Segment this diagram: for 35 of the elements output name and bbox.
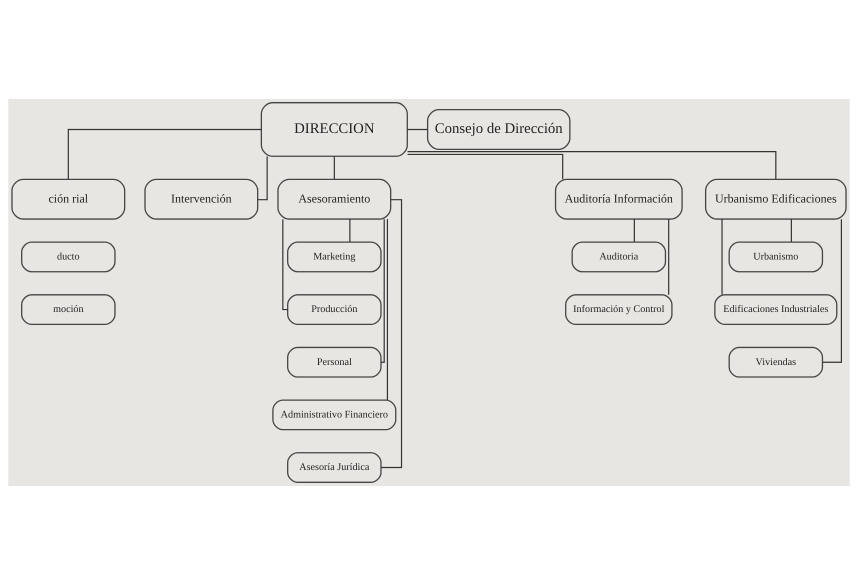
node-box: Intervención — [144, 178, 258, 220]
connector — [381, 219, 385, 363]
connector — [790, 219, 792, 242]
node-box: moción — [21, 294, 116, 326]
node-box: Urbanismo Edificaciones — [704, 178, 847, 220]
connector — [822, 219, 842, 363]
connector — [334, 156, 335, 180]
node-box: Consejo de Dirección — [426, 108, 570, 150]
node-box: Personal — [287, 346, 382, 378]
connector — [68, 128, 262, 180]
node-box: Auditoría Información — [554, 178, 683, 220]
connector — [258, 156, 268, 200]
node-box: DIRECCION — [260, 102, 408, 157]
node-box: Administrativo Financiero — [272, 399, 396, 430]
node-box: Edificaciones Industriales — [714, 294, 838, 326]
connector — [634, 219, 635, 242]
connector — [721, 219, 723, 295]
node-box: Asesoramiento — [277, 178, 392, 220]
connector — [407, 151, 776, 180]
connector — [408, 154, 564, 180]
node-box: Urbanismo — [728, 242, 824, 272]
node-box: Viviendas — [728, 346, 824, 378]
node-box: ducto — [21, 242, 116, 272]
connector — [407, 128, 428, 130]
connector — [386, 219, 388, 400]
node-box: Asesoría Jurídica — [287, 452, 382, 483]
node-box: Información y Control — [565, 294, 673, 326]
node-box: Marketing — [287, 242, 382, 272]
connector — [381, 199, 402, 468]
connector — [668, 219, 670, 295]
node-box: ción rial — [11, 178, 126, 220]
connector — [349, 219, 350, 242]
node-box: Auditoria — [572, 242, 666, 272]
node-box: Producción — [287, 294, 382, 326]
connector — [282, 219, 288, 310]
